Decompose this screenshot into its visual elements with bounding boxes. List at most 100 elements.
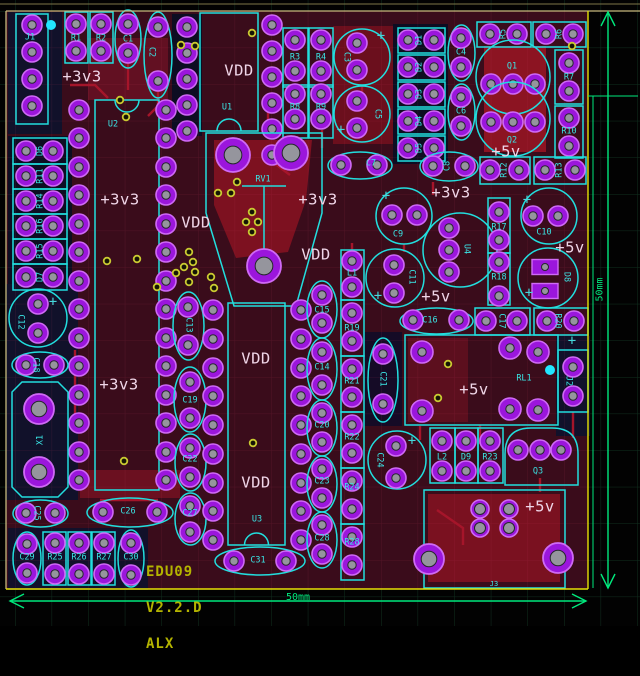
component-c6[interactable]: C6 <box>447 83 476 141</box>
via[interactable] <box>176 40 186 50</box>
component-c31[interactable]: C31 <box>214 546 306 576</box>
copper-trace[interactable] <box>436 509 465 545</box>
component-r15[interactable]: R15 <box>12 238 68 265</box>
component-c23[interactable]: C23 <box>306 455 338 513</box>
via[interactable] <box>121 112 131 122</box>
via[interactable] <box>209 283 219 293</box>
via[interactable] <box>241 217 251 227</box>
via[interactable] <box>248 438 258 448</box>
via[interactable] <box>253 217 263 227</box>
component-l1[interactable]: L1 <box>340 249 365 301</box>
component-c27[interactable]: C27 <box>174 492 207 546</box>
component-c11[interactable]: C11 <box>365 248 425 308</box>
component-c3[interactable]: C3 <box>333 28 391 86</box>
component-c1[interactable]: C1 <box>114 9 142 69</box>
component-c16[interactable]: C16 <box>399 307 474 335</box>
component-r7[interactable]: R7 <box>554 49 584 105</box>
component-d3[interactable]: D3 <box>397 81 446 108</box>
component-r22[interactable]: R22 <box>340 411 365 469</box>
component-r5[interactable]: R5 <box>476 21 532 48</box>
component-r13[interactable]: R13 <box>533 156 587 185</box>
component-c18[interactable]: C18 <box>11 351 69 379</box>
via[interactable] <box>567 41 577 51</box>
via[interactable] <box>119 456 129 466</box>
component-c17[interactable]: C17 <box>474 307 531 336</box>
component-c25[interactable]: C25 <box>12 499 69 528</box>
component-r18[interactable]: R18 <box>487 251 511 307</box>
component-r28[interactable]: R28 <box>340 523 365 581</box>
via[interactable] <box>102 256 112 266</box>
component-c14[interactable]: C14 <box>306 337 338 401</box>
via[interactable] <box>247 207 257 217</box>
component-rl1[interactable]: RL1 <box>404 334 559 426</box>
component-r6[interactable]: R6 <box>532 21 587 48</box>
component-r23[interactable]: R23 <box>477 427 504 484</box>
via[interactable] <box>188 257 198 267</box>
component-c30[interactable]: C30 <box>117 529 145 588</box>
component-d9[interactable]: D9 <box>454 427 479 484</box>
component-d7[interactable]: D7 <box>12 263 68 291</box>
component-d4[interactable]: D4 <box>397 108 446 135</box>
component-r9[interactable]: R9 <box>308 83 334 139</box>
via[interactable] <box>433 393 443 403</box>
component-r2[interactable]: R2 <box>89 11 114 64</box>
component-q2[interactable]: Q2 <box>475 81 551 157</box>
component-l2[interactable]: L2 <box>429 427 456 484</box>
component-rv1[interactable]: RV1 <box>205 132 323 307</box>
component-q3[interactable]: Q3 <box>504 427 579 486</box>
component-c22[interactable]: C22 <box>174 433 207 492</box>
component-r14[interactable]: R14 <box>12 188 68 215</box>
component-c28[interactable]: C28 <box>306 511 338 569</box>
via[interactable] <box>226 188 236 198</box>
silkscreen-footer-text[interactable]: EDU09 V2.2.D ALX <box>146 542 203 674</box>
component-r12[interactable]: R12 <box>479 156 531 185</box>
component-r26[interactable]: R26 <box>67 531 92 586</box>
component-u4[interactable]: U4 <box>422 212 498 288</box>
copper-trace[interactable] <box>70 83 109 99</box>
component-x1[interactable]: X1 <box>11 381 69 498</box>
component-c19[interactable]: C19 <box>173 366 207 433</box>
via[interactable] <box>206 272 216 282</box>
component-r10[interactable]: R10 <box>554 105 584 159</box>
component-d2[interactable]: D2 <box>397 54 446 81</box>
component-c10[interactable]: C10 <box>520 187 578 245</box>
component-u3[interactable]: U3 <box>202 299 312 551</box>
via[interactable] <box>190 267 200 277</box>
component-r11[interactable]: R11 <box>12 163 68 190</box>
component-r20[interactable]: R20 <box>533 307 589 336</box>
via[interactable] <box>184 247 194 257</box>
component-c24[interactable]: C24 <box>367 430 427 490</box>
component-c4[interactable]: C4 <box>447 24 476 82</box>
component-c12[interactable]: C12 <box>8 288 68 348</box>
via[interactable] <box>171 268 181 278</box>
component-r25[interactable]: R25 <box>42 531 67 586</box>
component-c8[interactable]: C8 <box>419 151 479 182</box>
component-c26[interactable]: C26 <box>86 497 174 528</box>
component-j3[interactable]: J3 <box>413 489 574 589</box>
component-c7[interactable]: C7 <box>327 151 393 180</box>
component-r27[interactable]: R27 <box>91 531 116 586</box>
component-u2[interactable]: U2 <box>68 99 177 491</box>
via[interactable] <box>132 254 142 264</box>
via[interactable] <box>213 188 223 198</box>
component-c13[interactable]: C13 <box>172 291 205 361</box>
component-r24[interactable]: R24 <box>340 467 365 525</box>
component-c29[interactable]: C29 <box>12 531 42 586</box>
via[interactable] <box>247 28 257 38</box>
component-r1[interactable]: R1 <box>64 11 89 64</box>
component-c2[interactable]: C2 <box>143 11 173 99</box>
component-r3[interactable]: R3 <box>282 27 309 88</box>
via[interactable] <box>232 177 242 187</box>
component-d8[interactable]: D8 <box>517 247 579 309</box>
component-c9[interactable]: C9 <box>375 187 433 245</box>
via[interactable] <box>184 277 194 287</box>
via[interactable] <box>443 359 453 369</box>
component-d1[interactable]: D1 <box>397 27 446 54</box>
component-c5[interactable]: C5 <box>333 85 391 143</box>
component-d6[interactable]: D6 <box>12 137 68 165</box>
component-r17[interactable]: R17 <box>487 197 511 254</box>
via[interactable] <box>179 262 189 272</box>
component-c20[interactable]: C20 <box>306 399 338 457</box>
component-c21[interactable]: C21 <box>367 337 399 423</box>
component-r8[interactable]: R8 <box>282 83 309 139</box>
